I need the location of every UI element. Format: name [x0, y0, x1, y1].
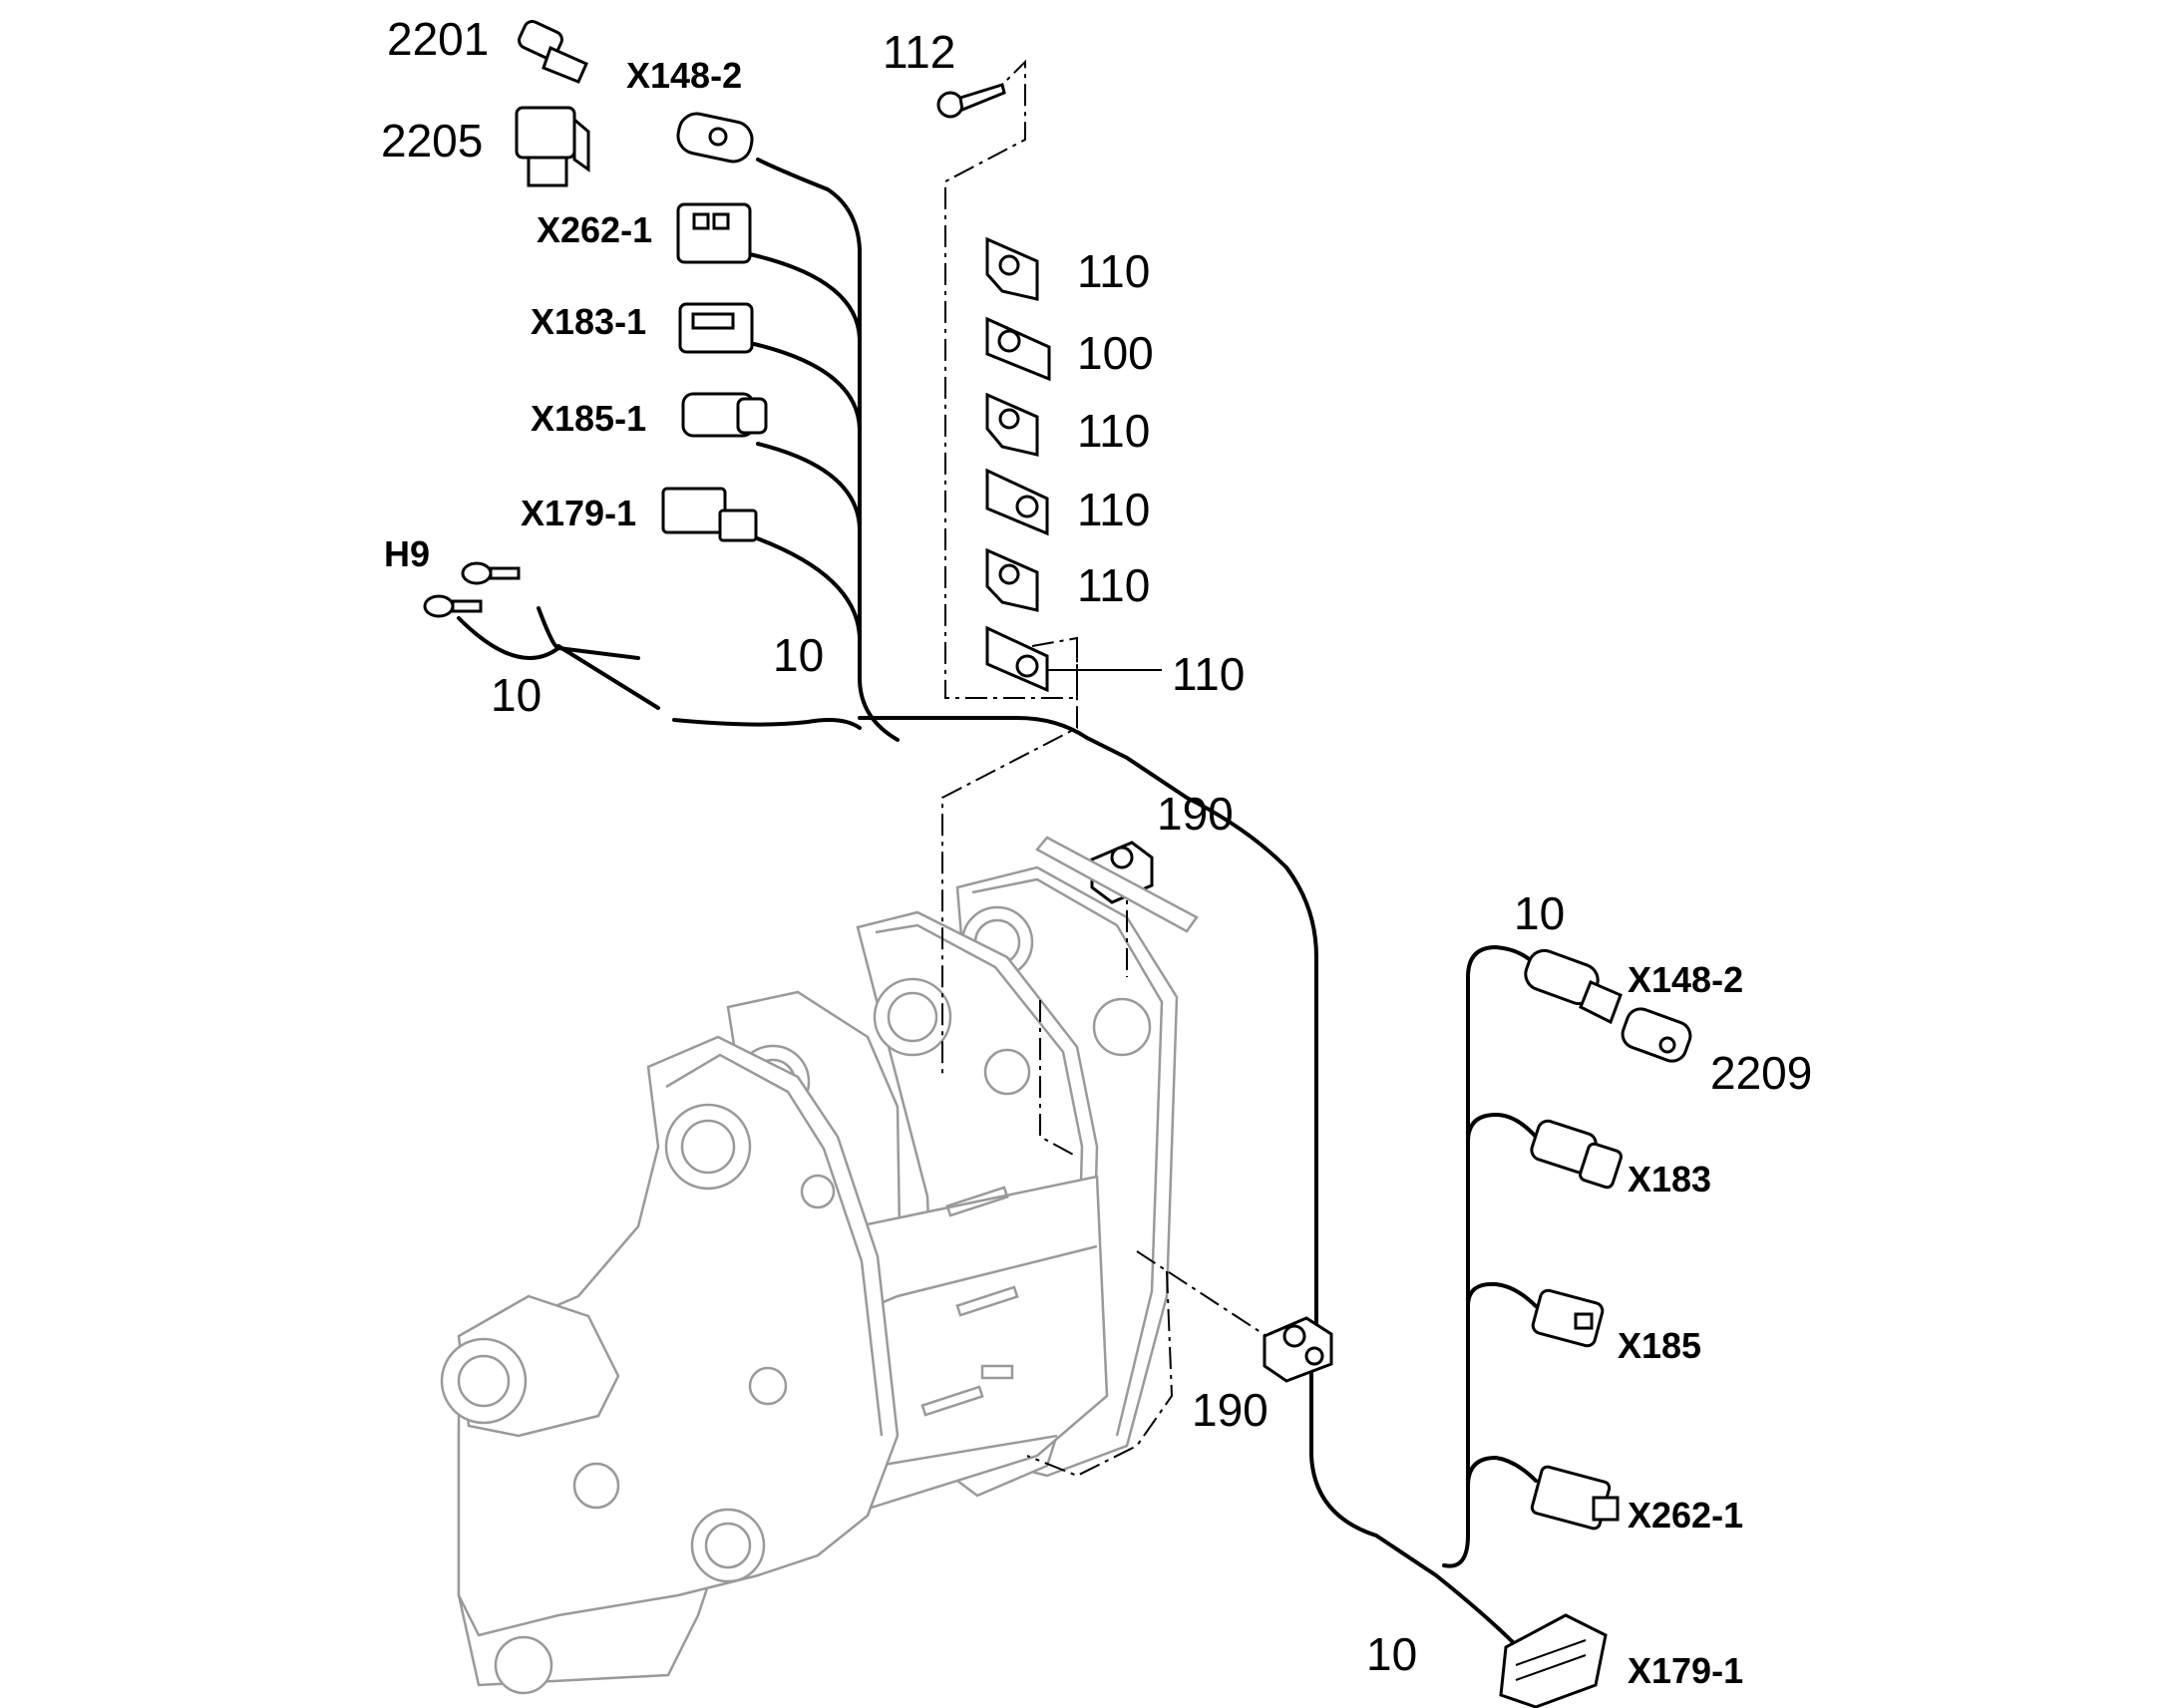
- label-x179-1-right: X179-1: [1628, 1650, 1743, 1691]
- connector-x262-1-top: [676, 202, 752, 264]
- label-2209: 2209: [1710, 1047, 1812, 1099]
- clip-110-a: [985, 236, 1039, 301]
- label-190-upper: 190: [1157, 788, 1234, 840]
- label-x262-1-top: X262-1: [537, 209, 652, 250]
- label-x185-1: X185-1: [531, 398, 646, 439]
- machine-frame: [440, 865, 1179, 1695]
- connector-x183: [1530, 1119, 1623, 1190]
- label-x183-1: X183-1: [531, 301, 646, 342]
- connector-x148-2-top: [676, 112, 754, 164]
- labels: 2201 2205 112 X148-2 X262-1 X183-1 X185-…: [381, 13, 1812, 1691]
- label-x179-1-top: X179-1: [521, 493, 636, 533]
- label-10-c: 10: [1514, 887, 1565, 939]
- label-h9: H9: [384, 533, 430, 574]
- label-2201: 2201: [387, 13, 489, 65]
- clip-100: [985, 316, 1051, 382]
- clip-110-e: [985, 625, 1049, 693]
- label-110-e: 110: [1172, 648, 1245, 700]
- connector-x262-1-right: [1530, 1465, 1620, 1531]
- label-10-d: 10: [1366, 1628, 1417, 1680]
- label-110-b: 110: [1077, 405, 1150, 457]
- clip-110-d: [985, 547, 1039, 612]
- connector-x185: [1531, 1288, 1605, 1348]
- connector-x183-1: [678, 302, 754, 354]
- label-x183: X183: [1628, 1159, 1711, 1199]
- label-112: 112: [883, 26, 955, 78]
- label-2205: 2205: [381, 115, 483, 167]
- connector-x148-2-right: [1524, 948, 1623, 1025]
- label-x185: X185: [1618, 1325, 1701, 1366]
- part-2209-plug: [1621, 1007, 1692, 1063]
- part-2205-housing: [515, 106, 590, 187]
- h9-ring-terminals: [423, 561, 521, 618]
- assembly-leaders: [941, 59, 1268, 1478]
- bracket-190-upper: [1035, 836, 1199, 933]
- connector-x179-1-top: [661, 487, 758, 542]
- part-2201-plug: [518, 19, 588, 84]
- label-10-b: 10: [491, 669, 542, 721]
- label-x148-2-right: X148-2: [1628, 959, 1743, 1000]
- label-110-a: 110: [1077, 245, 1150, 297]
- part-112-screw: [936, 83, 1006, 119]
- label-x148-2-top: X148-2: [626, 55, 742, 96]
- clip-110-c: [985, 468, 1049, 536]
- bracket-190-lower: [1263, 1316, 1333, 1383]
- label-x262-1-right: X262-1: [1628, 1495, 1743, 1536]
- label-100: 100: [1077, 327, 1154, 379]
- label-190-lower: 190: [1192, 1384, 1269, 1436]
- clip-110-b: [985, 392, 1039, 457]
- connector-x185-1: [681, 392, 768, 438]
- label-10-a: 10: [773, 629, 824, 681]
- label-110-c: 110: [1077, 484, 1150, 535]
- label-110-d: 110: [1077, 559, 1150, 611]
- connector-x179-1-right: [1499, 1613, 1608, 1708]
